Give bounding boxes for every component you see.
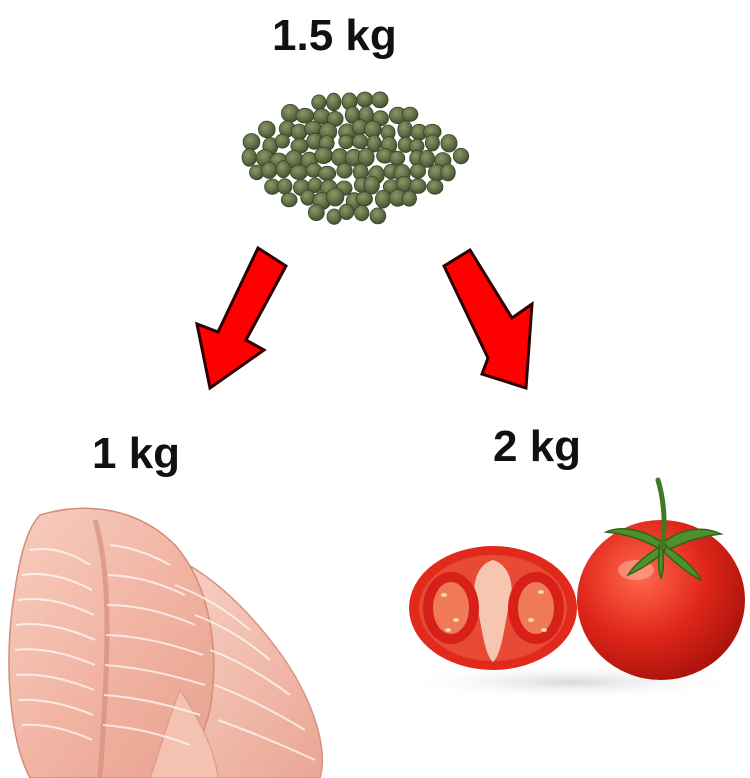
- right-down-arrow-icon: [444, 250, 532, 388]
- tomatoes-icon: [396, 470, 750, 710]
- left-down-arrow-icon: [197, 248, 286, 388]
- whole-tomato-icon: [577, 480, 745, 680]
- cut-tomato-icon: [409, 546, 577, 670]
- fish-fillet-icon: [0, 490, 328, 778]
